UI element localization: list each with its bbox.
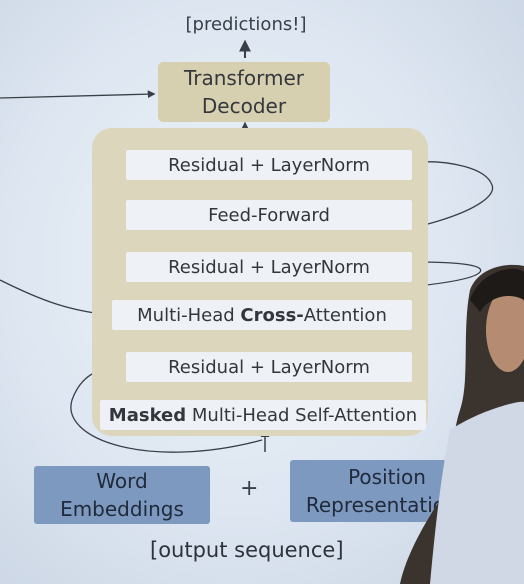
- position-line1: Position: [348, 465, 426, 489]
- cross-attention-layer: Multi-Head Cross-Attention: [112, 300, 412, 330]
- plus-sign: +: [240, 476, 259, 501]
- predictions-label: [predictions!]: [185, 14, 307, 35]
- masked-suffix: Multi-Head Self-Attention: [186, 404, 418, 426]
- feed-forward-layer: Feed-Forward: [126, 200, 412, 230]
- masked-bold: Masked: [108, 404, 187, 426]
- word-embeddings-line2: Embeddings: [60, 497, 184, 521]
- word-embeddings-line1: Word: [96, 469, 148, 493]
- output-sequence-label: [output sequence]: [150, 538, 344, 562]
- decoder-title-line1: Transformer: [183, 66, 304, 90]
- cross-attention-suffix: Attention: [303, 304, 387, 326]
- masked-self-attention-layer: Masked Multi-Head Self-Attention: [100, 400, 426, 430]
- cross-attention-bold: Cross-: [240, 304, 304, 326]
- residual-layernorm-bottom: Residual + LayerNorm: [126, 352, 412, 382]
- cross-attention-prefix: Multi-Head: [137, 304, 241, 326]
- encoder-input-to-decoder: [0, 90, 156, 99]
- word-embeddings-box: Word Embeddings: [34, 466, 210, 524]
- residual-layernorm-top: Residual + LayerNorm: [126, 150, 412, 180]
- decoder-title-line2: Decoder: [201, 94, 287, 118]
- transformer-decoder-title: Transformer Decoder: [158, 62, 330, 122]
- residual-layernorm-mid: Residual + LayerNorm: [126, 252, 412, 282]
